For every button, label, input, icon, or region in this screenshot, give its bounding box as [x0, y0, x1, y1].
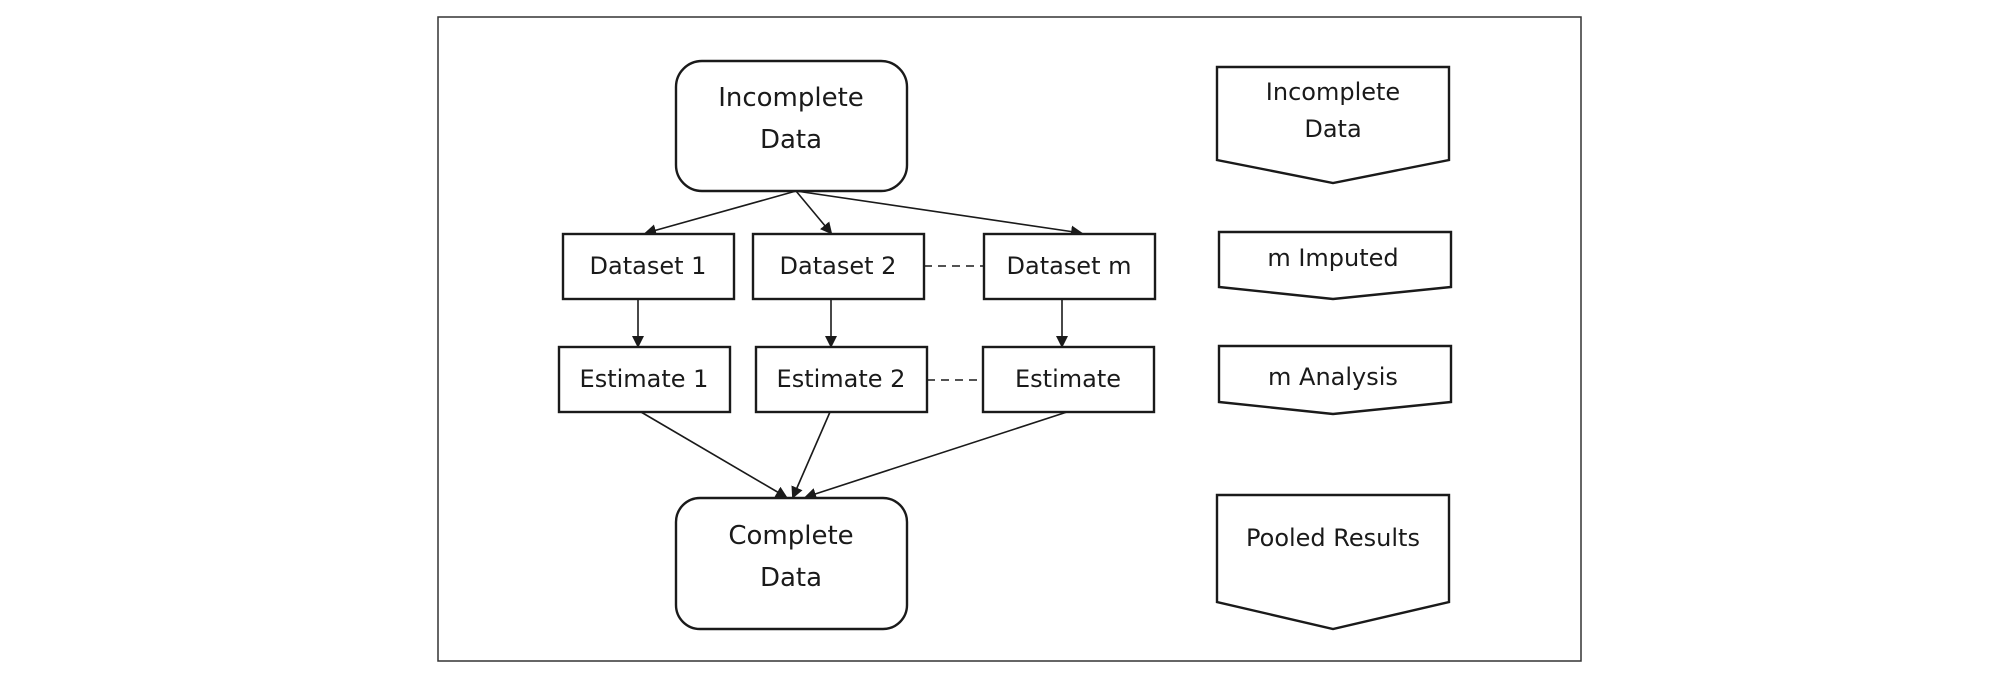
complete-data-node: Complete Data — [674, 496, 909, 631]
estimate-1-label: Estimate 1 — [580, 365, 709, 393]
estimate-2-label: Estimate 2 — [777, 365, 906, 393]
legend-step-m-imputed: m Imputed — [1217, 230, 1453, 301]
edge-estimate1-to-complete — [640, 411, 788, 499]
edge-estimate-to-complete — [804, 411, 1068, 500]
dataset-1-node: Dataset 1 — [561, 232, 736, 301]
estimate-1-node: Estimate 1 — [557, 345, 732, 414]
legend-step-m-analysis: m Analysis — [1217, 344, 1453, 416]
estimate-2-node: Estimate 2 — [754, 345, 929, 414]
estimate-m-label: Estimate — [1015, 365, 1121, 393]
edge-incomplete-to-dataset1 — [644, 190, 797, 237]
legend-step-pooled-results: Pooled Results — [1215, 493, 1451, 631]
complete-data-label-line1: Complete — [728, 521, 853, 551]
legend-step1-line1: Incomplete — [1266, 78, 1400, 106]
legend-step4-label: Pooled Results — [1246, 524, 1420, 552]
legend-step2-label: m Imputed — [1267, 244, 1398, 272]
legend-step1-line2: Data — [1304, 115, 1361, 143]
legend-step-incomplete-data: Incomplete Data — [1215, 65, 1451, 185]
dataset-m-label: Dataset m — [1007, 252, 1132, 280]
incomplete-data-node: Incomplete Data — [674, 59, 909, 193]
edge-incomplete-to-dataset2 — [795, 190, 833, 235]
edge-estimate2-to-complete — [791, 411, 831, 499]
dataset-2-label: Dataset 2 — [780, 252, 897, 280]
incomplete-data-label-line2: Data — [760, 125, 822, 155]
legend-step3-label: m Analysis — [1268, 363, 1398, 391]
edge-incomplete-to-datasetm — [795, 190, 1083, 238]
dataset-m-node: Dataset m — [982, 232, 1157, 301]
dataset-2-node: Dataset 2 — [751, 232, 926, 301]
estimate-m-node: Estimate — [981, 345, 1156, 414]
complete-data-label-line2: Data — [760, 563, 822, 593]
incomplete-data-label-line1: Incomplete — [718, 83, 864, 113]
dataset-1-label: Dataset 1 — [590, 252, 707, 280]
